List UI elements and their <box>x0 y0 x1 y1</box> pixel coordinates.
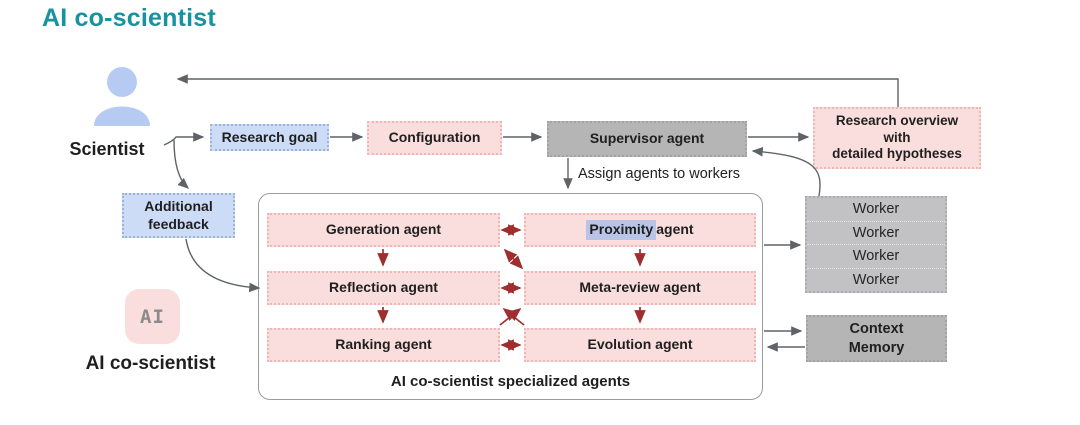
proximity-agent-label: agent <box>656 221 694 238</box>
arrow-overview-to-scientist <box>176 74 899 107</box>
arrow-scientist-to-research-goal <box>163 132 205 146</box>
ranking-agent-box: Ranking agent <box>267 328 500 362</box>
arrow-workers-to-supervisor <box>751 147 821 197</box>
specialized-agents-panel <box>258 193 763 400</box>
worker-row: Worker <box>807 198 945 222</box>
ai-co-scientist-label: AI co-scientist <box>85 353 216 374</box>
scientist-label: Scientist <box>69 139 145 159</box>
context-memory-box: Context Memory <box>806 315 947 362</box>
reflection-agent-box: Reflection agent <box>267 271 500 305</box>
meta-review-agent-box: Meta-review agent <box>524 271 756 305</box>
ai-badge-icon: AI <box>125 289 180 344</box>
additional-feedback-box: Additional feedback <box>122 193 235 238</box>
assign-agents-caption: Assign agents to workers <box>578 166 740 182</box>
proximity-highlighted-text: Proximity <box>586 220 657 240</box>
worker-row: Worker <box>807 245 945 269</box>
proximity-agent-box: Proximity agent <box>524 213 756 247</box>
configuration-box: Configuration <box>367 121 502 155</box>
scientist-person-icon <box>94 67 150 126</box>
research-overview-box: Research overview with detailed hypothes… <box>813 107 981 169</box>
workers-box: Worker Worker Worker Worker <box>805 196 947 293</box>
research-goal-box: Research goal <box>210 124 329 151</box>
worker-row: Worker <box>807 222 945 245</box>
generation-agent-box: Generation agent <box>267 213 500 247</box>
page-title: AI co-scientist <box>42 4 216 32</box>
worker-row: Worker <box>852 271 900 288</box>
specialized-agents-caption: AI co-scientist specialized agents <box>390 373 631 390</box>
evolution-agent-box: Evolution agent <box>524 328 756 362</box>
supervisor-agent-box: Supervisor agent <box>547 121 747 157</box>
arrow-feedback-to-reflection <box>185 238 261 293</box>
arrow-scientist-to-additional-feedback <box>173 139 190 189</box>
